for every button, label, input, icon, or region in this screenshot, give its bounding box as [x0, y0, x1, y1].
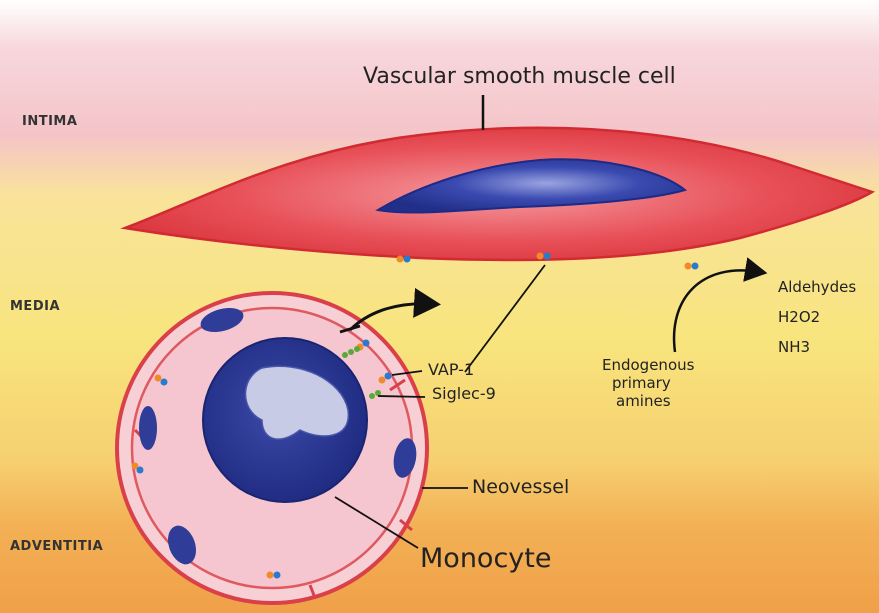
label-amines-line2: primary: [612, 376, 671, 391]
label-vsmc: Vascular smooth muscle cell: [363, 66, 676, 88]
label-vap1: VAP-1: [428, 362, 474, 378]
monocyte-cell: [203, 338, 367, 502]
label-amines-line3: amines: [616, 394, 671, 409]
label-product-aldehydes: Aldehydes: [778, 280, 856, 295]
layer-label-adventitia: ADVENTITIA: [10, 540, 103, 553]
siglec9-pointer: [378, 396, 425, 397]
label-amines-line1: Endogenous: [602, 358, 694, 373]
label-product-nh3: NH3: [778, 340, 810, 355]
label-neovessel: Neovessel: [472, 478, 569, 497]
layer-label-intima: INTIMA: [22, 115, 77, 128]
label-monocyte: Monocyte: [420, 545, 551, 572]
label-product-h2o2: H2O2: [778, 310, 820, 325]
label-siglec9: Siglec-9: [432, 386, 496, 402]
layer-label-media: MEDIA: [10, 300, 60, 313]
